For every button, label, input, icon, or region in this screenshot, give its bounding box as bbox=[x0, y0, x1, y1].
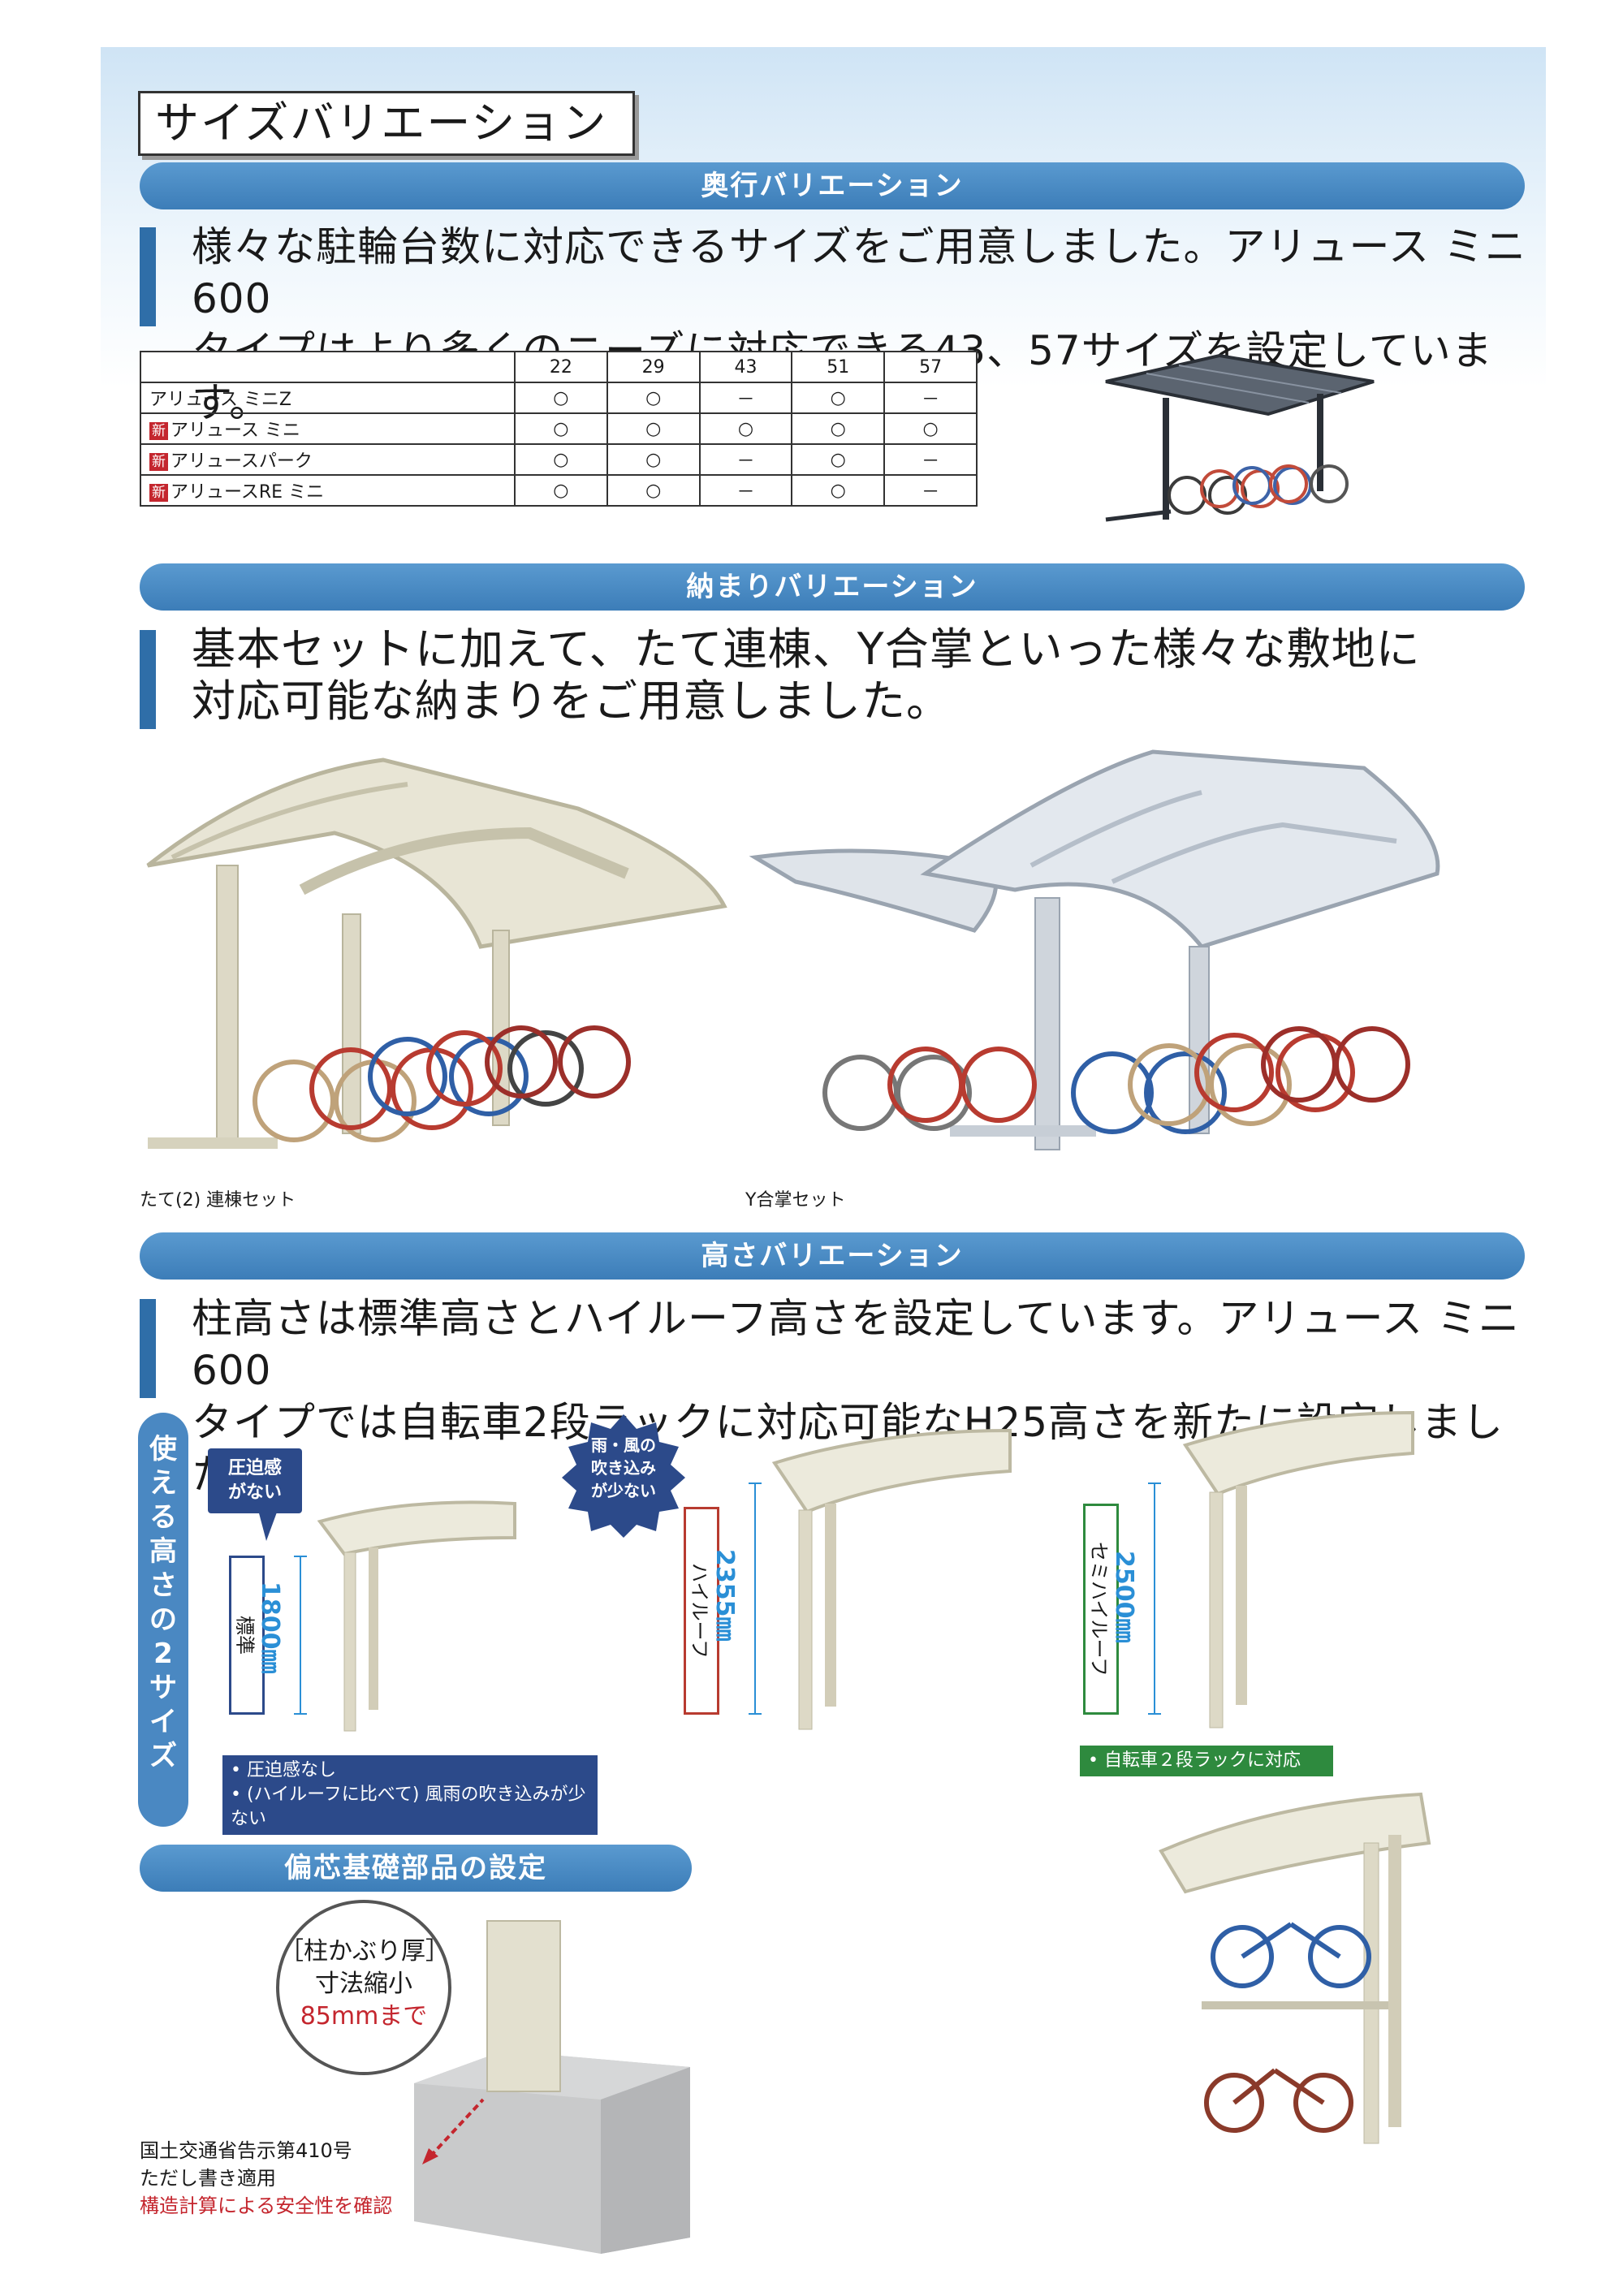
high-roof-dimension: 2355㎜ bbox=[710, 1549, 739, 1642]
lead-bar bbox=[140, 1299, 156, 1398]
table-header-cell: 51 bbox=[791, 351, 886, 383]
lead-fit-text: 基本セットに加えて、たて連棟、Y合掌といった様々な敷地に 対応可能な納まりをご用… bbox=[192, 624, 1531, 727]
table-cell: ○ bbox=[513, 474, 608, 507]
semi-high-roof-label-box: セミハイルーフ bbox=[1083, 1504, 1119, 1715]
table-cell: ○ bbox=[606, 474, 701, 507]
table-cell: ○ bbox=[883, 412, 978, 445]
lead-depth: 様々な駐輪台数に対応できるサイズをご用意しました。アリュース ミニ 600 タイ… bbox=[140, 221, 1526, 426]
table-cell: ○ bbox=[791, 412, 886, 445]
section-heading-height: 高さバリエーション bbox=[140, 1232, 1525, 1280]
product-name-label: アリュース ミニ bbox=[171, 421, 300, 441]
product-name: 新アリュース ミニ bbox=[140, 412, 516, 445]
bike-shelter-photo-dark bbox=[1105, 353, 1375, 522]
semi-high-roof-dimension-line bbox=[1148, 1482, 1161, 1715]
standard-dimension: 1800㎜ bbox=[256, 1582, 284, 1674]
table-cell: － bbox=[698, 382, 793, 414]
table-cell: ○ bbox=[606, 443, 701, 476]
lead-bar bbox=[140, 227, 156, 326]
bubble-no-pressure-text: 圧迫感がない bbox=[227, 1458, 282, 1503]
table-cell: ○ bbox=[791, 382, 886, 414]
lead-fit: 基本セットに加えて、たて連棟、Y合掌といった様々な敷地に 対応可能な納まりをご用… bbox=[140, 624, 1520, 729]
footnote: 国土交通省告示第410号 ただし書き適用 構造計算による安全性を確認 bbox=[140, 2137, 392, 2220]
callout-line-3: 85mmまで bbox=[300, 2002, 428, 2031]
section-heading-fit: 納まりバリエーション bbox=[140, 563, 1525, 611]
new-badge: 新 bbox=[149, 484, 168, 502]
bubble-no-pressure: 圧迫感がない bbox=[208, 1448, 302, 1513]
side-label-text: 使える高さの2サイズ bbox=[149, 1433, 177, 1772]
lead-bar bbox=[140, 630, 156, 729]
table-cell: ○ bbox=[791, 443, 886, 476]
footnote-line-2: ただし書き適用 bbox=[140, 2167, 276, 2190]
callout-line-1: ［柱かぶり厚］ bbox=[279, 1937, 450, 1966]
table-cell: ○ bbox=[513, 412, 608, 445]
caption-tandem: たて(2) 連棟セット bbox=[140, 1190, 296, 1211]
table-header-cell: 29 bbox=[606, 351, 701, 383]
high-roof-label-box: ハイルーフ bbox=[684, 1507, 719, 1715]
table-row: 新アリュースRE ミニ ○ ○ － ○ － bbox=[140, 474, 978, 507]
standard-note-2: • (ハイルーフに比べて) 風雨の吹き込みが少ない bbox=[231, 1785, 586, 1829]
standard-label-box: 標準 bbox=[229, 1556, 265, 1715]
section-heading-depth: 奥行バリエーション bbox=[140, 162, 1525, 209]
high-roof-dimension-line bbox=[749, 1482, 762, 1715]
table-header-cell: 57 bbox=[883, 351, 978, 383]
table-cell: － bbox=[883, 382, 978, 414]
table-cell: － bbox=[883, 443, 978, 476]
table-row: 新アリュースパーク ○ ○ － ○ － bbox=[140, 443, 978, 476]
offset-foundation-photo bbox=[414, 1920, 690, 2254]
standard-notes: • 圧迫感なし • (ハイルーフに比べて) 風雨の吹き込みが少ない bbox=[222, 1755, 598, 1835]
product-name-label: アリュースパーク bbox=[171, 451, 313, 472]
section-heading-offset: 偏芯基礎部品の設定 bbox=[140, 1845, 692, 1892]
semi-high-roof-shelter-photo bbox=[1182, 1410, 1414, 1728]
page-title: サイズバリエーション bbox=[138, 91, 635, 156]
table-cell: － bbox=[698, 443, 793, 476]
footnote-line-1: 国土交通省告示第410号 bbox=[140, 2139, 352, 2162]
tandem-shelter-photo bbox=[146, 757, 727, 1149]
standard-note-1: • 圧迫感なし bbox=[231, 1760, 336, 1780]
table-header-blank bbox=[140, 351, 516, 383]
table-cell: ○ bbox=[698, 412, 793, 445]
lead-height-line-1: 柱高さは標準高さとハイルーフ高さを設定しています。アリュース ミニ 600 bbox=[192, 1295, 1520, 1394]
product-name: アリュース ミニZ bbox=[140, 382, 516, 414]
table-cell: ○ bbox=[513, 443, 608, 476]
high-roof-shelter-photo bbox=[771, 1428, 1012, 1730]
bubble-less-wind: 雨・風の吹き込みが少ない bbox=[575, 1434, 672, 1515]
table-row: 新アリュース ミニ ○ ○ ○ ○ ○ bbox=[140, 412, 978, 445]
side-label-two-sizes: 使える高さの2サイズ bbox=[138, 1413, 188, 1827]
table-header-row: 22 29 43 51 57 bbox=[140, 351, 978, 383]
bubble-less-wind-text: 雨・風の吹き込みが少ない bbox=[591, 1435, 656, 1500]
standard-dimension-line bbox=[294, 1556, 307, 1715]
semi-high-roof-note: • 自転車２段ラックに対応 bbox=[1080, 1746, 1333, 1776]
table-cell: ○ bbox=[606, 412, 701, 445]
product-name-label: アリュース ミニZ bbox=[149, 390, 291, 410]
product-name-label: アリュースRE ミニ bbox=[171, 482, 325, 503]
table-cell: ○ bbox=[513, 382, 608, 414]
table-cell: ○ bbox=[791, 474, 886, 507]
bubble-tail bbox=[258, 1510, 278, 1541]
product-name: 新アリュースパーク bbox=[140, 443, 516, 476]
caption-y-gassho: Y合掌セット bbox=[745, 1190, 846, 1211]
lead-fit-line-1: 基本セットに加えて、たて連棟、Y合掌といった様々な敷地に bbox=[192, 624, 1421, 675]
new-badge: 新 bbox=[149, 422, 168, 440]
two-tier-rack-photo bbox=[1159, 1792, 1431, 2144]
offset-callout: ［柱かぶり厚］ 寸法縮小 85mmまで bbox=[276, 1900, 451, 2075]
callout-line-2: 寸法縮小 bbox=[315, 1970, 412, 1998]
lead-depth-line-1: 様々な駐輪台数に対応できるサイズをご用意しました。アリュース ミニ 600 bbox=[192, 223, 1526, 322]
footnote-line-3: 構造計算による安全性を確認 bbox=[140, 2195, 393, 2217]
table-header-cell: 43 bbox=[698, 351, 793, 383]
semi-high-roof-dimension: 2500㎜ bbox=[1110, 1551, 1138, 1643]
standard-shelter-photo bbox=[317, 1500, 516, 1732]
bubble-wind-shape bbox=[562, 1414, 685, 1538]
new-badge: 新 bbox=[149, 453, 168, 471]
y-gassho-shelter-photo bbox=[749, 749, 1440, 1150]
lead-fit-line-2: 対応可能な納まりをご用意しました。 bbox=[192, 675, 951, 727]
lead-height-text: 柱高さは標準高さとハイルーフ高さを設定しています。アリュース ミニ 600 タイ… bbox=[192, 1293, 1531, 1500]
table-row: アリュース ミニZ ○ ○ － ○ － bbox=[140, 382, 978, 414]
table-cell: － bbox=[698, 474, 793, 507]
table-cell: ○ bbox=[606, 382, 701, 414]
size-table: 22 29 43 51 57 アリュース ミニZ ○ ○ － ○ － 新アリュー… bbox=[140, 351, 978, 507]
table-header-cell: 22 bbox=[513, 351, 608, 383]
product-name: 新アリュースRE ミニ bbox=[140, 474, 516, 507]
table-cell: － bbox=[883, 474, 978, 507]
lead-height: 柱高さは標準高さとハイルーフ高さを設定しています。アリュース ミニ 600 タイ… bbox=[140, 1293, 1520, 1498]
